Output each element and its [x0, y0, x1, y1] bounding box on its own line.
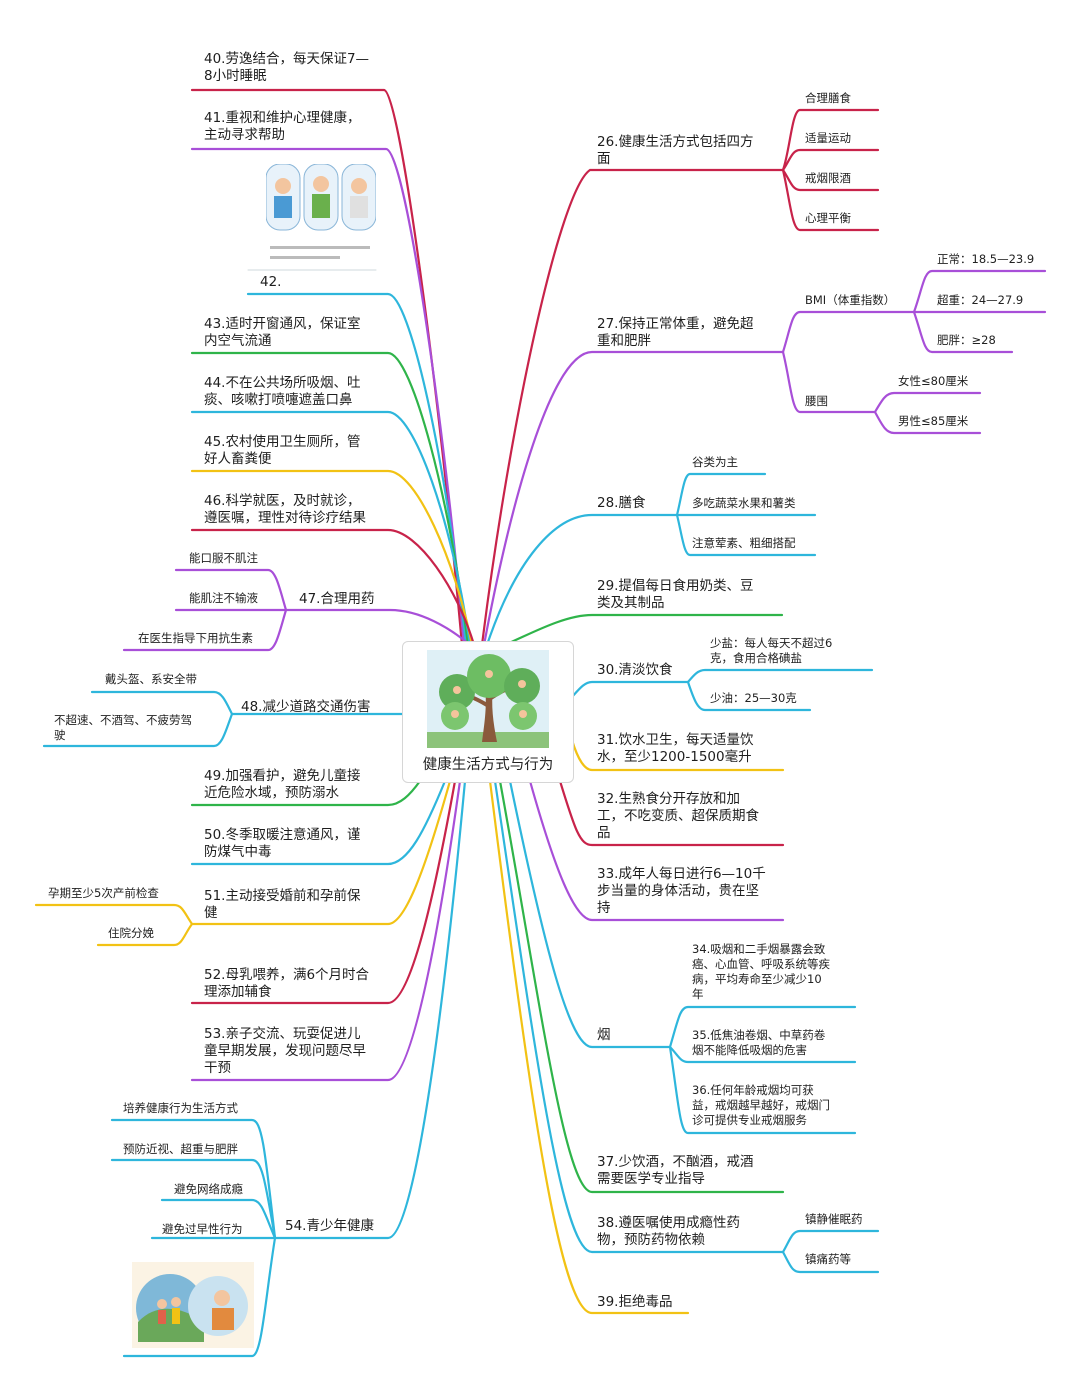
node-33[interactable]: 33.成年人每日进行6—10千 步当量的身体活动，贵在坚 持 [597, 866, 766, 916]
node-47-injection[interactable]: 能肌注不输液 [189, 591, 258, 605]
node-51[interactable]: 51.主动接受婚前和孕前保 健 [204, 888, 361, 921]
node-27[interactable]: 27.保持正常体重，避免超 重和肥胖 [597, 316, 754, 349]
node-38[interactable]: 38.遵医嘱使用成瘾性药 物，预防药物依赖 [597, 1215, 740, 1248]
tree-illustration [427, 650, 549, 748]
branch-smoke [508, 779, 857, 1135]
node-34[interactable]: 34.吸烟和二手烟暴露会致 癌、心血管、呼吸系统等疾 病，平均寿命至少减少10 … [692, 942, 830, 1001]
node-47[interactable]: 47.合理用药 [299, 591, 375, 607]
node-51-hospital[interactable]: 住院分娩 [108, 926, 154, 940]
node-26-smoking-alcohol[interactable]: 戒烟限酒 [805, 171, 851, 185]
node-27-bmi[interactable]: BMI（体重指数） [805, 293, 896, 307]
branch-52 [190, 779, 457, 1005]
node-43[interactable]: 43.适时开窗通风，保证室 内空气流通 [204, 316, 361, 349]
branch-33 [528, 779, 785, 922]
node-38-sedatives[interactable]: 镇静催眠药 [805, 1212, 863, 1226]
node-47-antibiotics[interactable]: 在医生指导下用抗生素 [138, 631, 253, 645]
node-47-oral[interactable]: 能口服不肌注 [189, 551, 258, 565]
central-topic[interactable]: 健康生活方式与行为 [402, 641, 574, 783]
node-smoking[interactable]: 烟 [597, 1027, 611, 1043]
node-45[interactable]: 45.农村使用卫生厕所，管 好人畜粪便 [204, 434, 361, 467]
node-36[interactable]: 36.任何年龄戒烟均可获 益，戒烟越早越好，戒烟门 诊可提供专业戒烟服务 [692, 1083, 830, 1127]
node-26-diet[interactable]: 合理膳食 [805, 91, 851, 105]
node-40[interactable]: 40.劳逸结合，每天保证7— 8小时睡眠 [204, 51, 370, 84]
node-39[interactable]: 39.拒绝毒品 [597, 1294, 673, 1310]
node-48[interactable]: 48.减少道路交通伤害 [241, 699, 371, 715]
branch-30 [570, 668, 874, 712]
node-26-mental[interactable]: 心理平衡 [805, 211, 851, 225]
node-51-prenatal[interactable]: 孕期至少5次产前检查 [48, 886, 159, 900]
branch-53 [190, 779, 462, 1082]
branch-50 [190, 779, 447, 866]
branch-44 [190, 410, 472, 647]
node-35[interactable]: 35.低焦油卷烟、中草药卷 烟不能降低吸烟的危害 [692, 1028, 826, 1057]
node-37[interactable]: 37.少饮酒，不酗酒，戒酒 需要医学专业指导 [597, 1154, 754, 1187]
node-44[interactable]: 44.不在公共场所吸烟、吐 痰、咳嗽打喷嚏遮盖口鼻 [204, 375, 361, 408]
branch-48 [42, 690, 404, 748]
node-54-habits[interactable]: 培养健康行为生活方式 [123, 1101, 238, 1115]
node-50[interactable]: 50.冬季取暖注意通风，谨 防煤气中毒 [204, 827, 361, 860]
branch-47 [122, 568, 472, 652]
node-48-no-speeding[interactable]: 不超速、不酒驾、不疲劳驾 驶 [54, 713, 192, 742]
node-54-internet[interactable]: 避免网络成瘾 [174, 1182, 243, 1196]
node-32[interactable]: 32.生熟食分开存放和加 工，不吃变质、超保质期食 品 [597, 791, 759, 841]
node-28[interactable]: 28.膳食 [597, 495, 646, 511]
branch-38 [493, 779, 880, 1274]
central-topic-label: 健康生活方式与行为 [422, 757, 554, 773]
node-27-bmi-normal[interactable]: 正常：18.5—23.9 [937, 252, 1035, 266]
branch-32 [558, 779, 785, 847]
hygiene-illustration [266, 164, 376, 266]
node-28-grains[interactable]: 谷类为主 [692, 455, 738, 469]
node-30-oil[interactable]: 少油：25—30克 [710, 691, 797, 705]
node-30-salt[interactable]: 少盐：每人每天不超过6 克，食用合格碘盐 [710, 636, 833, 665]
node-53[interactable]: 53.亲子交流、玩耍促进儿 童早期发展，发现问题尽早 干预 [204, 1026, 366, 1076]
branch-27 [482, 269, 1047, 647]
node-46[interactable]: 46.科学就医，及时就诊， 遵医嘱，理性对待诊疗结果 [204, 493, 366, 526]
node-54[interactable]: 54.青少年健康 [285, 1218, 374, 1234]
node-31[interactable]: 31.饮水卫生，每天适量饮 水，至少1200-1500毫升 [597, 732, 754, 765]
youth-illustration [132, 1262, 254, 1348]
node-41[interactable]: 41.重视和维护心理健康， 主动寻求帮助 [204, 110, 361, 143]
node-30[interactable]: 30.清淡饮食 [597, 662, 673, 678]
node-52[interactable]: 52.母乳喂养，满6个月时合 理添加辅食 [204, 967, 370, 1000]
branch-54 [110, 779, 467, 1358]
node-27-waist-male[interactable]: 男性≤85厘米 [898, 414, 969, 428]
branch-46 [190, 528, 476, 647]
node-26-exercise[interactable]: 适量运动 [805, 131, 851, 145]
branch-28 [484, 472, 817, 650]
node-27-bmi-overweight[interactable]: 超重：24—27.9 [937, 293, 1024, 307]
node-27-bmi-obese[interactable]: 肥胖：≥28 [937, 333, 996, 347]
node-42[interactable]: 42. [260, 274, 282, 290]
branch-51 [34, 779, 452, 947]
node-49[interactable]: 49.加强看护，避免儿童接 近危险水域，预防溺水 [204, 768, 361, 801]
node-28-vegetables[interactable]: 多吃蔬菜水果和薯类 [692, 496, 796, 510]
branch-39 [488, 779, 690, 1315]
node-26[interactable]: 26.健康生活方式包括四方 面 [597, 134, 754, 167]
branch-37 [498, 779, 785, 1194]
branch-45 [190, 469, 474, 647]
branch-26 [480, 108, 880, 647]
node-29[interactable]: 29.提倡每日食用奶类、豆 类及其制品 [597, 578, 754, 611]
node-27-waist[interactable]: 腰围 [805, 394, 828, 408]
branch-49 [190, 779, 422, 807]
node-27-waist-female[interactable]: 女性≤80厘米 [898, 374, 969, 388]
node-28-balance[interactable]: 注意荤素、粗细搭配 [692, 536, 796, 550]
node-54-sexual[interactable]: 避免过早性行为 [162, 1222, 243, 1236]
node-48-helmet[interactable]: 戴头盔、系安全带 [105, 672, 197, 686]
node-54-myopia[interactable]: 预防近视、超重与肥胖 [123, 1142, 238, 1156]
node-38-analgesics[interactable]: 镇痛药等 [805, 1252, 851, 1266]
